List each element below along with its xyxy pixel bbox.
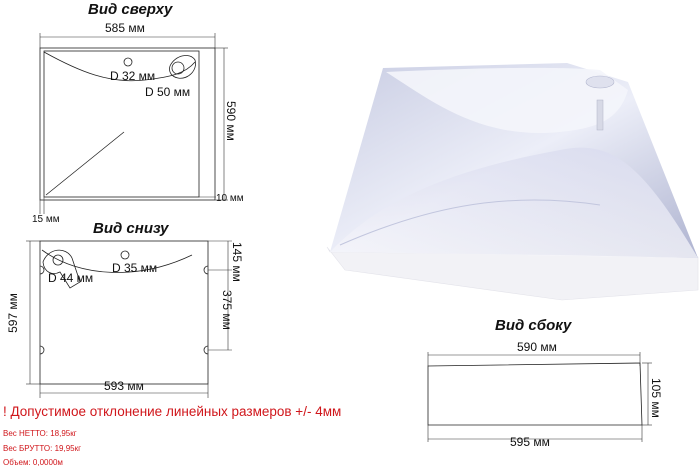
- gross-weight: Вес БРУТТО: 19,95кг: [3, 444, 82, 453]
- offset-top-label: 145 мм: [230, 242, 244, 282]
- margin-right-label: 10 мм: [216, 193, 244, 204]
- mount-point-icon: [39, 265, 45, 275]
- bottom-drain-housing: [42, 249, 81, 289]
- side-top-label: 590 мм: [517, 340, 557, 354]
- mount-point-icon: [203, 345, 209, 355]
- side-profile: [427, 362, 643, 426]
- top-outline: [39, 47, 216, 201]
- mount-point-icon: [39, 345, 45, 355]
- drain-35-icon: [120, 250, 130, 260]
- bottom-view: Вид снизу D 44 мм D 35 мм 597 мм 593 мм …: [6, 220, 244, 398]
- side-view-title: Вид сбоку: [495, 317, 572, 334]
- tolerance-note: ! Допустимое отклонение линейных размеро…: [3, 404, 342, 419]
- drain-50-icon: [171, 61, 185, 75]
- sink-drain-icon: [585, 75, 615, 89]
- bottom-height-label: 597 мм: [6, 293, 20, 333]
- offset-side-label: 375 мм: [220, 290, 234, 330]
- mount-point-icon: [203, 265, 209, 275]
- top-inner-outline: [43, 50, 200, 198]
- net-weight: Вес НЕТТО: 18,95кг: [3, 429, 77, 438]
- side-height-label: 105 мм: [649, 378, 663, 418]
- side-bottom-label: 595 мм: [510, 435, 550, 449]
- side-view: Вид сбоку 590 мм 105 мм 595 мм: [427, 317, 663, 449]
- top-slope-line: [45, 131, 125, 196]
- bottom-width-label: 593 мм: [104, 379, 144, 393]
- top-view-title: Вид сверху: [88, 1, 173, 18]
- sink-render: [326, 63, 699, 301]
- sink-contour: [339, 199, 601, 246]
- bottom-view-title: Вид снизу: [93, 220, 169, 237]
- sink-basin-sweep: [386, 67, 628, 134]
- bottom-hole2-label: D 35 мм: [112, 261, 157, 275]
- sink-basin-floor: [330, 147, 698, 258]
- top-hole2-label: D 50 мм: [145, 85, 190, 99]
- drain-44-icon: [52, 254, 64, 266]
- bottom-outline: [39, 240, 209, 385]
- top-hole1-label: D 32 мм: [110, 69, 155, 83]
- bottom-hole1-label: D 44 мм: [48, 271, 93, 285]
- margin-left-label: 15 мм: [32, 214, 60, 225]
- top-view: Вид сверху 585 мм D 32 мм D 50 мм 590 мм…: [32, 1, 244, 225]
- bottom-basin-curve: [41, 249, 193, 273]
- top-height-label: 590 мм: [224, 101, 238, 141]
- top-width-label: 585 мм: [105, 21, 145, 35]
- drain-32-icon: [123, 57, 133, 67]
- volume: Объем: 0,0000м: [3, 458, 63, 467]
- top-drain-housing: [169, 55, 196, 79]
- drain-slot-icon: [596, 99, 604, 131]
